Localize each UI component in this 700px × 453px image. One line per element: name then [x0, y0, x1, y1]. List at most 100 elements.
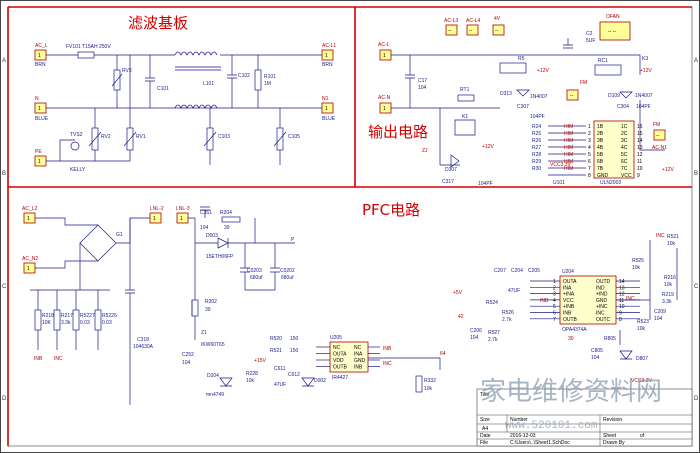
tvs2-label: TVS2 [70, 132, 83, 138]
uln2003-pin-num-left: 1 [588, 124, 591, 130]
c318-value: 104630A [133, 344, 154, 350]
uln2003-pin-right: 6C [621, 159, 628, 165]
inc-label-top: INC [656, 233, 665, 239]
row-label-d-right: D [694, 396, 699, 402]
d307-label: D307 [445, 167, 457, 173]
svg-text:1: 1 [38, 53, 41, 59]
uln2003-input-net: HIM [564, 124, 573, 130]
ir4427-pin-left: OUTA [333, 352, 347, 358]
c304-value: 104PF [636, 104, 651, 110]
border-row-labels: A B C D A B C D [2, 58, 699, 402]
c0203-label: C0203 [247, 268, 262, 274]
uln2003-input-resistor: R24 [532, 124, 541, 130]
n-label: N [35, 96, 39, 102]
title-block-sheet-label: Sheet [603, 433, 617, 439]
title-block-drawn-label: Drawn By [603, 440, 625, 446]
u204-value: OPA4374A [562, 327, 587, 333]
svg-text:1: 1 [27, 216, 30, 222]
r202-value: 39 [205, 307, 211, 313]
opa4374-pin-right: IND [596, 285, 605, 291]
g1-label: G1 [116, 232, 123, 238]
u101-value: ULN2003 [600, 180, 621, 186]
r525-label: R525 [632, 258, 644, 264]
p15-label: +15V [254, 358, 266, 364]
r524-label: R524 [486, 300, 498, 306]
r527-label: R527 [488, 330, 500, 336]
r805-label: R805 [604, 336, 616, 342]
c2-label: C2 [586, 31, 593, 37]
r101-value: 1M [264, 81, 271, 87]
sense-resistor-label: R5226 [102, 313, 117, 319]
uln2003-pin-right: 1C [621, 124, 628, 130]
opa4374-pin-num-right: 10 [619, 304, 625, 310]
opa4374-chip [559, 275, 617, 325]
filter-board: 1 AC_L BRN 1 N BLUE 1 PE 1 AC-L1 BRN 1 N… [34, 43, 336, 173]
svg-text:--: -- [448, 28, 452, 34]
uln2003-pin-num-right: 13 [637, 145, 643, 151]
uln2003-input-resistor: R28 [532, 152, 541, 158]
row-label-b-right: B [694, 171, 698, 177]
opa4374-pin-num-right: 13 [619, 285, 625, 291]
watermark-text: 家电维修资料网 [480, 377, 662, 407]
uln2003-pin-num-right: 14 [637, 138, 643, 144]
c611-label: C611 [274, 366, 286, 372]
r525-value: 10k [632, 265, 641, 271]
c611-value: 47UF [274, 382, 286, 388]
r202-label: R202 [205, 299, 217, 305]
title-block-size-label: Size [480, 417, 490, 423]
pfc-circuit-title: PFC电路 [362, 201, 420, 219]
ac-n2-label: AC_N2 [22, 256, 38, 262]
pfc-circuit: 1 AC_L2 1 AC_N2 1 LNL-2 1 LNL-3 G1 C318 … [22, 206, 679, 405]
title-block-title: Title [480, 392, 489, 398]
ac-l4-label: AC-L4 [466, 18, 480, 24]
c307-value: 104PF [530, 114, 545, 120]
r219-label: R219 [662, 292, 674, 298]
opa4374-pin-num-left: 5 [553, 304, 556, 310]
connector-4v [492, 24, 505, 36]
c102-label: C102 [238, 73, 250, 79]
connector-ac-l4 [466, 24, 479, 36]
opa4374-pin-right: +IND [596, 292, 608, 298]
uln2003-pin-num-left: 7 [588, 166, 591, 172]
uln2003-pin-num-left: 6 [588, 159, 591, 165]
sense-resistor-value: 0.03 [102, 320, 112, 326]
c351-label: C351 [200, 210, 212, 216]
uln2003-input-resistor: R30 [532, 166, 541, 172]
p12-label-k3: +12V [640, 68, 652, 74]
uln2003-pin-right: 3C [621, 138, 628, 144]
uln2003-pin-right: 2C [621, 131, 628, 137]
r520-label: R520 [270, 336, 282, 342]
opa4374-pin-right: +INC [596, 304, 608, 310]
opa4374-pin-left: OUTA [563, 279, 577, 285]
watermark: 家电维修资料网 www.520101.com [480, 377, 662, 432]
opa4374-pin-num-left: 3 [553, 292, 556, 298]
uln2003-pin-left: 1B [597, 124, 604, 130]
uln2003-input-net: HIM [564, 138, 573, 144]
connector-ac-l3 [445, 24, 458, 36]
opa4374-pin-num-right: 12 [619, 292, 625, 298]
rt1-symbol [457, 94, 475, 102]
uln2003-pin-num-right: 11 [637, 159, 642, 165]
p-net-label: P [291, 237, 295, 243]
p12-label-uln: +12V [662, 167, 674, 173]
uln2003-input-resistor: R29 [532, 159, 541, 165]
tvs2-symbol [70, 141, 80, 151]
u101-label: U101 [553, 180, 565, 186]
title-block-date: 2016-12-03 [510, 433, 536, 439]
n1-label: N1 [322, 96, 329, 102]
c252-label: C252 [182, 352, 194, 358]
r216-label: R216 [664, 275, 676, 281]
title-block-number-label: Number [510, 417, 528, 423]
ac-n-out-label: AC-N [378, 95, 391, 101]
uln2003-pin-left: 6B [597, 159, 604, 165]
r204-label: R204 [220, 210, 232, 216]
opa4374-pin-left: +INB [563, 304, 575, 310]
uln2003-input-net: HIM [564, 166, 573, 172]
opa4374-pin-num-right: 11 [619, 298, 624, 304]
r527-value: 2.7k [488, 337, 498, 343]
r216-value: 10k [664, 282, 673, 288]
svg-text:1: 1 [383, 106, 386, 112]
n1-sub: BLUE [322, 116, 336, 122]
c204-label: C204 [511, 268, 523, 274]
